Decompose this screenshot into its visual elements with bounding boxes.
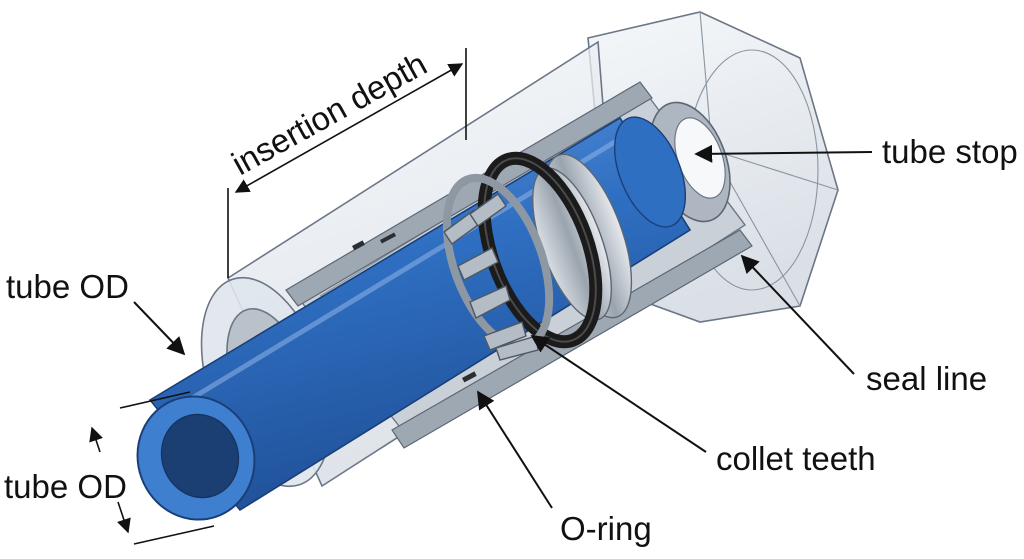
label-collet-teeth: collet teeth (716, 440, 876, 477)
label-insertion-depth: insertion depth (225, 45, 432, 182)
label-tube-stop: tube stop (882, 133, 1018, 170)
label-tube-od-lower: tube OD (4, 468, 127, 505)
label-seal-line: seal line (866, 360, 987, 397)
section-wall-upper (285, 81, 653, 307)
housing-details (352, 232, 477, 383)
leader-tube-stop (694, 144, 873, 163)
leader-tube-od (133, 301, 186, 356)
leader-lines (133, 144, 873, 509)
tube-od-dimension (89, 391, 215, 545)
label-o-ring: O-ring (560, 510, 652, 547)
leader-o-ring (477, 390, 553, 509)
leader-seal-line (740, 254, 855, 375)
insertion-depth-dimension (227, 48, 467, 278)
tube-inner-end (614, 116, 686, 228)
label-tube-od-upper: tube OD (6, 268, 129, 305)
tube-end-inner (160, 413, 240, 499)
leader-collet-teeth (530, 335, 707, 453)
